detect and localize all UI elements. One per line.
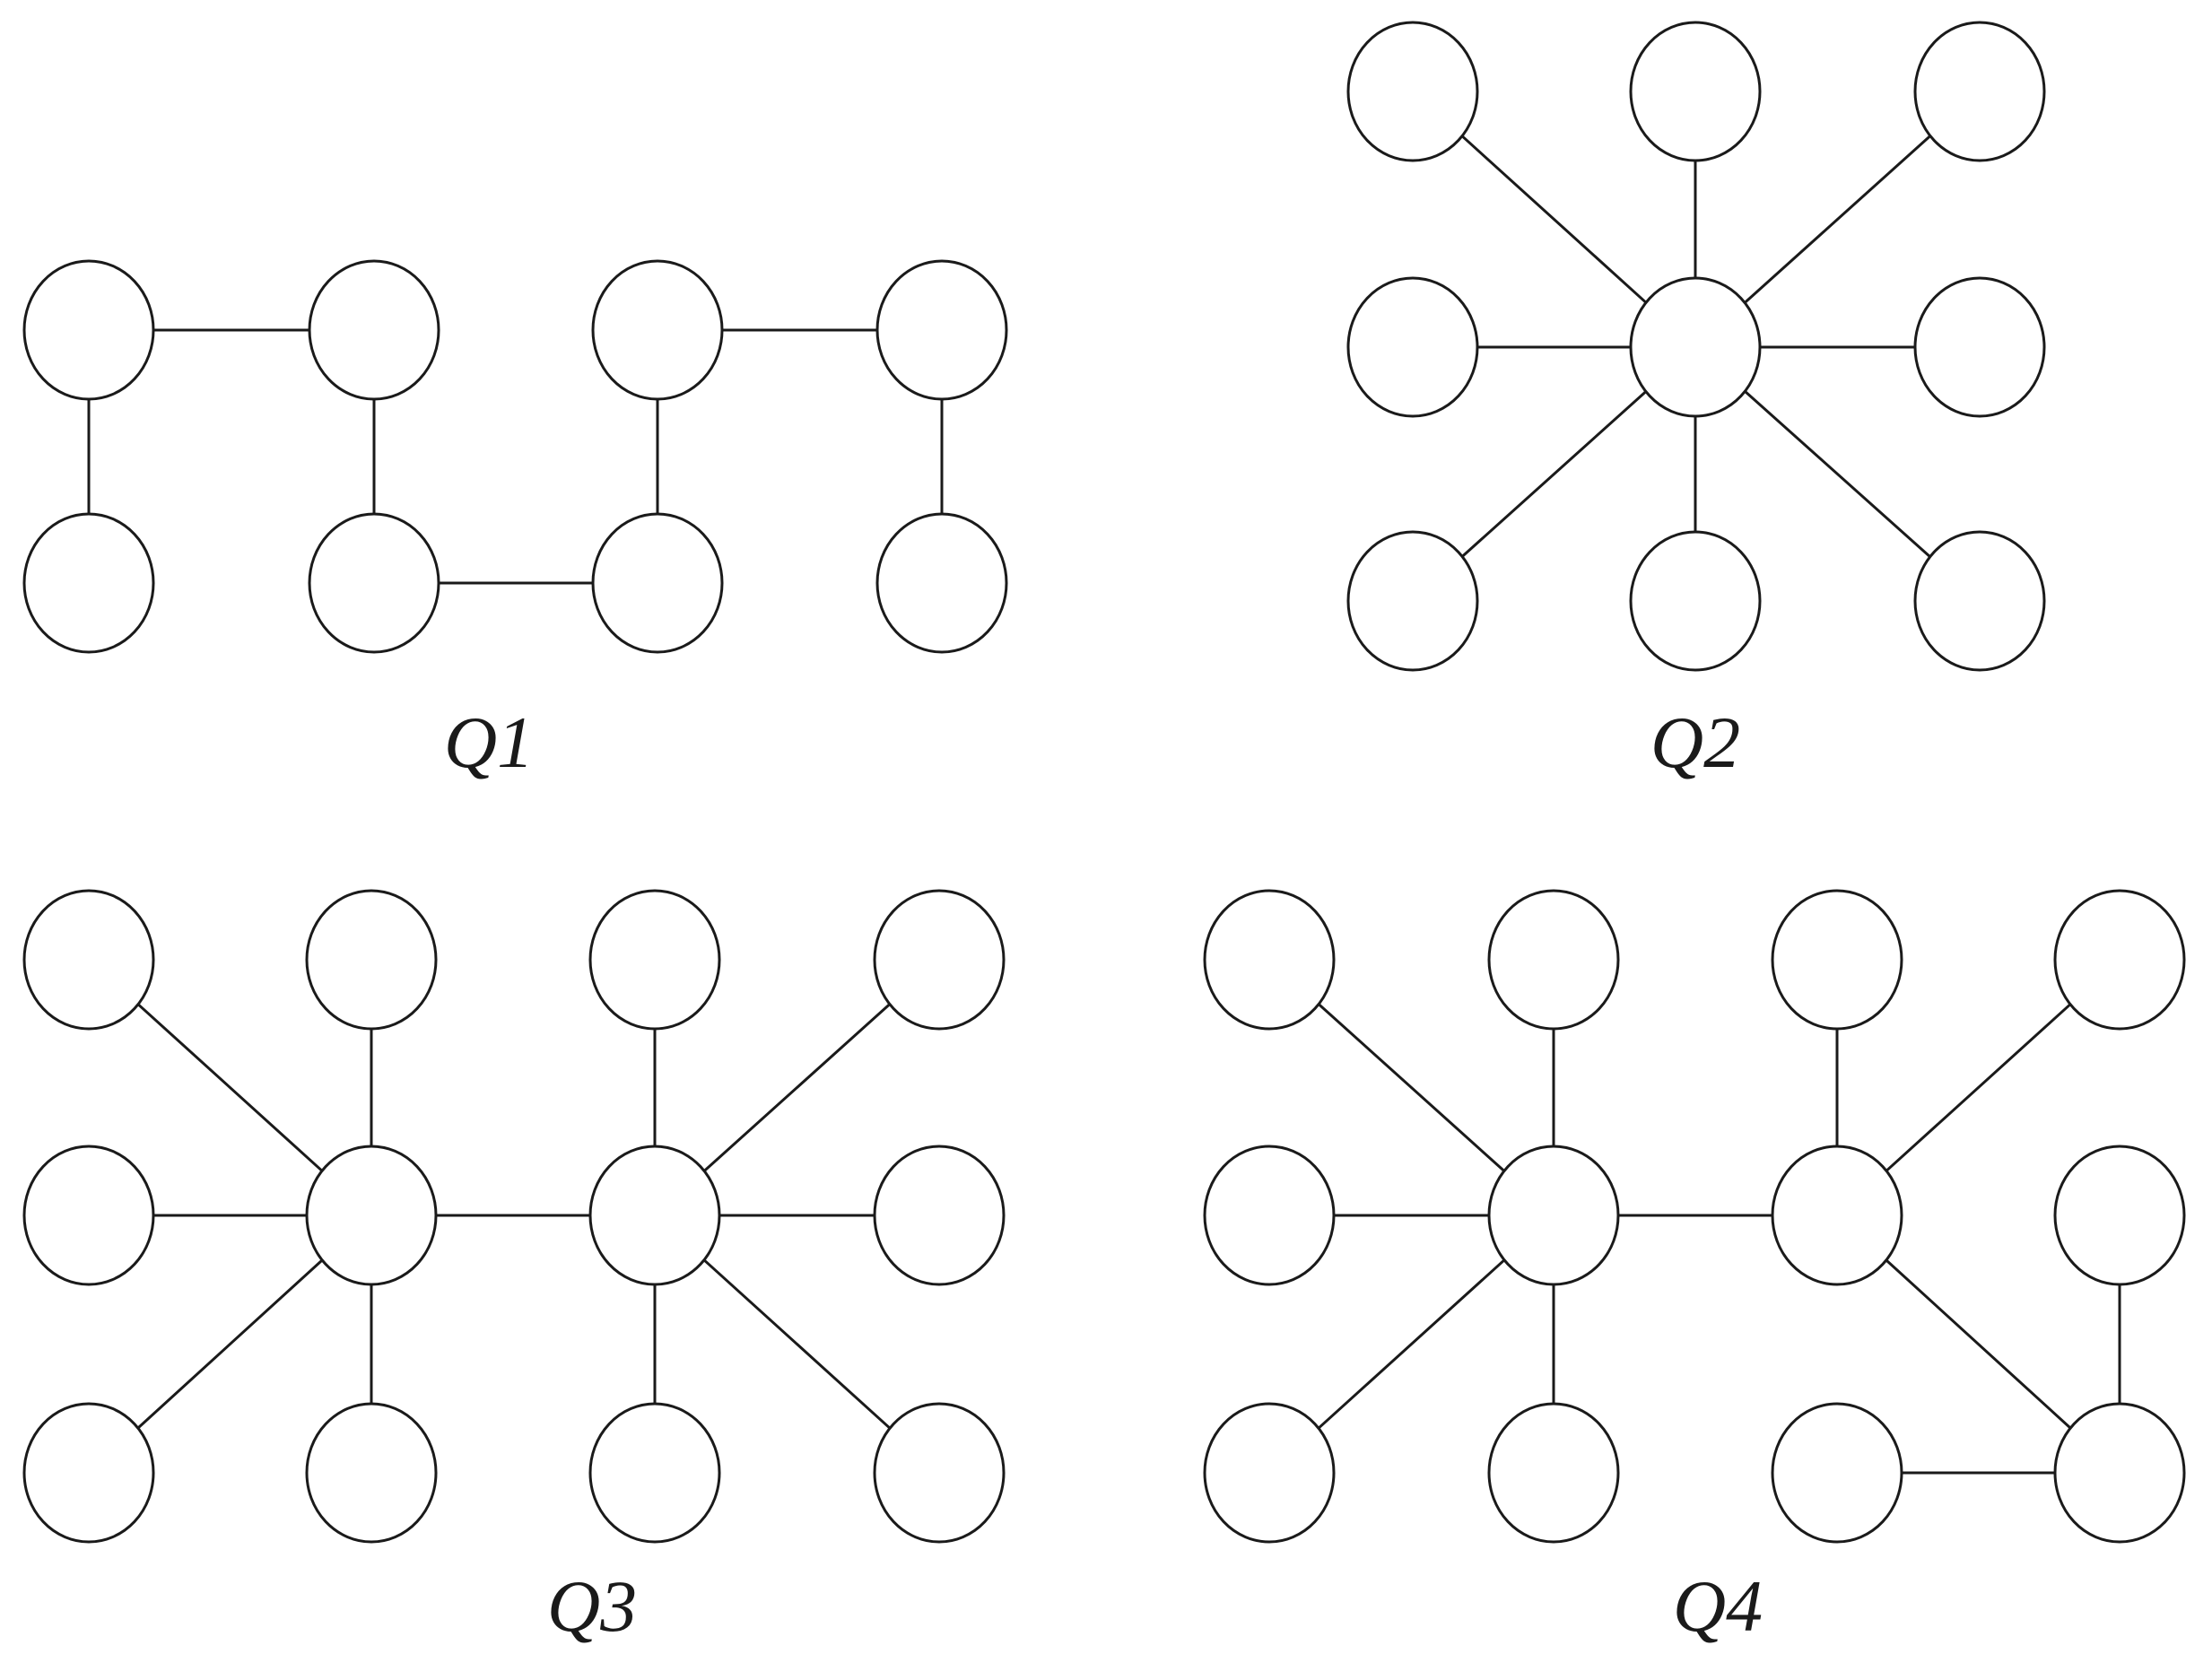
q1-node-a4 <box>875 259 1008 401</box>
q3-node-L <box>305 1145 438 1286</box>
q2-edge-c-n6 <box>1460 390 1648 558</box>
q4-node-l1 <box>1203 889 1336 1031</box>
diagram-q2 <box>1346 21 2046 672</box>
q2-node-n8 <box>1913 530 2046 672</box>
caption-q2: Q2 <box>1650 701 1740 783</box>
q3-node-l5 <box>305 1402 438 1544</box>
q3-node-l2 <box>305 889 438 1031</box>
q4-node-r5 <box>2053 1145 2186 1286</box>
q1-node-b2 <box>308 512 440 654</box>
q3-node-l3 <box>22 1145 155 1286</box>
q4-node-r2 <box>2053 889 2186 1031</box>
q4-node-l2 <box>1487 889 1620 1031</box>
q3-edge-R-r5 <box>702 1258 892 1430</box>
caption-q1: Q1 <box>444 701 534 783</box>
q4-node-r1 <box>1771 889 1903 1031</box>
q3-node-R <box>588 1145 721 1286</box>
q1-node-a2 <box>308 259 440 401</box>
q2-node-n2 <box>1629 21 1762 162</box>
q2-edge-c-n1 <box>1460 135 1648 304</box>
q2-node-n3 <box>1913 21 2046 162</box>
q1-node-b3 <box>591 512 724 654</box>
q2-node-n6 <box>1346 530 1479 672</box>
q4-node-r4 <box>2053 1402 2186 1544</box>
q3-node-l1 <box>22 889 155 1031</box>
diagram-q1 <box>22 259 1008 654</box>
q3-edge-R-r2 <box>702 1003 892 1172</box>
q2-node-n7 <box>1629 530 1762 672</box>
q2-edge-c-n8 <box>1743 389 1932 559</box>
q4-node-l5 <box>1487 1402 1620 1544</box>
q3-node-r2 <box>873 889 1006 1031</box>
q4-edge-R-r4 <box>1885 1258 2072 1430</box>
q3-node-r1 <box>588 889 721 1031</box>
q4-node-L <box>1487 1145 1620 1286</box>
q3-node-r4 <box>588 1402 721 1544</box>
caption-q4: Q4 <box>1673 1565 1763 1647</box>
q4-edge-L-l4 <box>1317 1258 1506 1430</box>
q4-node-l4 <box>1203 1402 1336 1544</box>
q3-edge-L-l1 <box>136 1003 324 1172</box>
q2-edge-c-n3 <box>1743 135 1932 304</box>
q4-node-R <box>1771 1145 1903 1286</box>
caption-q3: Q3 <box>547 1565 637 1647</box>
q4-node-l3 <box>1203 1145 1336 1286</box>
q3-edge-L-l4 <box>136 1258 324 1430</box>
q1-node-b4 <box>875 512 1008 654</box>
q3-node-r5 <box>873 1402 1006 1544</box>
q2-node-c <box>1629 276 1762 418</box>
q2-node-n5 <box>1913 276 2046 418</box>
q4-edge-R-r2 <box>1885 1003 2072 1172</box>
q1-node-b1 <box>22 512 155 654</box>
diagram-q4 <box>1203 889 2186 1544</box>
diagram-q3 <box>22 889 1006 1544</box>
q4-node-r6 <box>1771 1402 1903 1544</box>
q1-node-a3 <box>591 259 724 401</box>
q2-node-n4 <box>1346 276 1479 418</box>
q2-node-n1 <box>1346 21 1479 162</box>
q1-node-a1 <box>22 259 155 401</box>
q4-edge-L-l1 <box>1317 1003 1506 1172</box>
q3-node-l4 <box>22 1402 155 1544</box>
q3-node-r3 <box>873 1145 1006 1286</box>
